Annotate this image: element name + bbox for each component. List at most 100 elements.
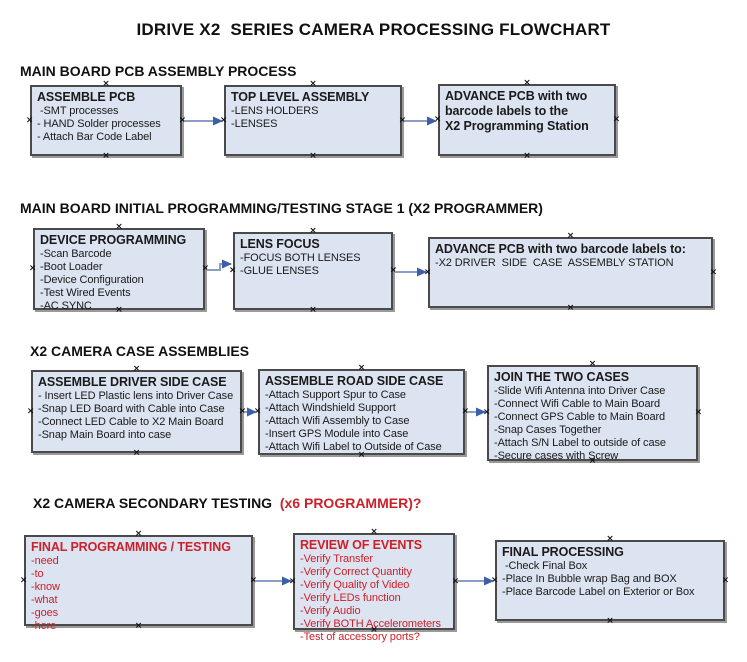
anchor-mark: × (102, 79, 110, 90)
box-title: FINAL PROGRAMMING / TESTING (31, 540, 231, 554)
box-item: -Connect LED Cable to X2 Main Board (38, 416, 224, 428)
anchor-mark: × (370, 527, 378, 538)
box-item: -Verify Transfer (300, 553, 373, 565)
box-item: -GLUE LENSES (240, 265, 319, 277)
anchor-mark: × (389, 265, 398, 276)
box-item: -Connect GPS Cable to Main Board (494, 411, 666, 423)
box-item: -Snap Main Board into case (38, 429, 172, 441)
anchor-mark: × (238, 406, 247, 416)
flow-box-device-programming: DEVICE PROGRAMMING -Scan Barcode -Boot L… (29, 223, 209, 315)
anchor-mark: × (201, 263, 210, 274)
box-item: -Check Final Box (502, 560, 588, 572)
box-item: -Test of accessory ports? (300, 631, 420, 643)
box-item: -Attach Windshield Support (265, 402, 396, 414)
section-header-case-assemblies: X2 CAMERA CASE ASSEMBLIES (30, 343, 250, 359)
box-item: -SMT processes (37, 105, 119, 117)
anchor-mark: × (606, 615, 614, 626)
box-item: -X2 DRIVER SIDE CASE ASSEMBLY STATION (435, 257, 674, 269)
box-item: -AC SYNC (40, 300, 92, 312)
flow-box-advance-pcb-driver-side: ADVANCE PCB with two barcode labels to: … (424, 232, 717, 313)
anchor-mark: × (721, 575, 730, 585)
box-item: -Attach Wifi Label to Outside of Case (265, 441, 442, 453)
section-header-pcb-assembly: MAIN BOARD PCB ASSEMBLY PROCESS (20, 63, 297, 79)
flow-box-assemble-road-side-case: ASSEMBLE ROAD SIDE CASE -Attach Support … (254, 364, 469, 460)
box-item: -Connect Wifi Cable to Main Board (494, 398, 661, 410)
anchor-mark: × (102, 150, 110, 161)
box-item: -LENSES (231, 118, 278, 130)
anchor-mark: × (26, 406, 35, 416)
anchor-mark: × (694, 407, 703, 418)
box-item: -Secure cases with Screw (494, 450, 619, 462)
anchor-mark: × (588, 359, 597, 370)
section-header-secondary-testing-black: X2 CAMERA SECONDARY TESTING (33, 495, 280, 511)
box-item: -Snap Cases Together (494, 424, 602, 436)
anchor-mark: × (309, 150, 317, 161)
anchor-mark: × (132, 364, 141, 375)
box-item: - Insert LED Plastic lens into Driver Ca… (38, 390, 234, 402)
box-item: -Verify Quality of Video (300, 579, 410, 591)
anchor-mark: × (25, 115, 34, 125)
box-item: -Place In Bubble wrap Bag and BOX (502, 573, 677, 585)
box-item: -need (31, 555, 59, 567)
box-item: -FOCUS BOTH LENSES (240, 252, 361, 264)
anchor-mark: × (134, 529, 143, 540)
anchor-mark: × (523, 150, 531, 161)
box-item: -LENS HOLDERS (231, 105, 319, 117)
box-title: FINAL PROCESSING (502, 545, 624, 559)
anchor-mark: × (219, 115, 228, 125)
anchor-mark: × (566, 302, 575, 313)
box-title: REVIEW OF EVENTS (300, 538, 423, 552)
flow-box-final-processing: FINAL PROCESSING -Check Final Box -Place… (491, 535, 729, 626)
section-header-programmer-question: (x6 PROGRAMMER)? (279, 495, 422, 511)
anchor-mark: × (606, 534, 614, 545)
page-title: IDRIVE X2 SERIES CAMERA PROCESSING FLOWC… (136, 20, 611, 39)
anchor-mark: × (612, 114, 621, 125)
box-item: - Attach Bar Code Label (37, 131, 152, 143)
anchor-mark: × (249, 575, 258, 585)
anchor-mark: × (709, 267, 718, 277)
anchor-mark: × (433, 114, 442, 125)
anchor-mark: × (309, 226, 317, 237)
anchor-mark: × (115, 222, 123, 233)
box-item: -Boot Loader (40, 261, 103, 273)
arrow-device-programming-to-lens-focus (207, 259, 232, 271)
anchor-mark: × (309, 79, 317, 90)
box-item: -Attach S/N Label to outside of case (494, 437, 666, 449)
box-title: ADVANCE PCB with two barcode labels to t… (445, 89, 589, 133)
box-item: - HAND Solder processes (37, 118, 161, 130)
box-item: -what (31, 594, 58, 606)
box-item: -know (31, 581, 60, 593)
anchor-mark: × (490, 575, 499, 585)
flow-box-advance-pcb-programming-station: ADVANCE PCB with two barcode labels to t… (434, 79, 620, 161)
anchor-mark: × (523, 78, 531, 89)
box-item: -Insert GPS Module into Case (265, 428, 409, 440)
box-title: LENS FOCUS (240, 237, 320, 251)
flow-box-assemble-driver-side-case: ASSEMBLE DRIVER SIDE CASE - Insert LED P… (27, 365, 246, 458)
box-title: TOP LEVEL ASSEMBLY (231, 90, 370, 104)
box-title: ASSEMBLE ROAD SIDE CASE (265, 374, 444, 388)
flow-box-assemble-pcb: ASSEMBLE PCB -SMT processes - HAND Solde… (26, 80, 186, 161)
box-item: -Scan Barcode (40, 248, 112, 260)
anchor-mark: × (566, 231, 575, 242)
flow-box-top-level-assembly: TOP LEVEL ASSEMBLY -LENS HOLDERS -LENSES… (220, 80, 406, 161)
box-item: -Verify LEDs function (300, 592, 401, 604)
flow-box-review-of-events: REVIEW OF EVENTS -Verify Transfer -Verif… (289, 528, 459, 643)
anchor-mark: × (398, 115, 407, 125)
box-item: -goes (31, 607, 59, 619)
box-item: -here (31, 620, 57, 632)
anchor-mark: × (288, 576, 297, 586)
box-item: -Test Wired Events (40, 287, 131, 299)
flow-box-final-programming-testing: FINAL PROGRAMMING / TESTING -need -to -k… (20, 530, 257, 632)
box-item: -to (31, 568, 44, 580)
anchor-mark: × (253, 406, 262, 417)
anchor-mark: × (357, 363, 366, 374)
box-item: -Attach Wifi Assembly to Case (265, 415, 410, 427)
anchor-mark: × (19, 575, 28, 585)
box-item: -Slide Wifi Antenna into Driver Case (494, 385, 666, 397)
anchor-mark: × (461, 406, 470, 417)
box-title: JOIN THE TWO CASES (494, 370, 630, 384)
anchor-mark: × (228, 265, 237, 276)
anchor-mark: × (309, 304, 317, 315)
anchor-mark: × (482, 407, 491, 418)
